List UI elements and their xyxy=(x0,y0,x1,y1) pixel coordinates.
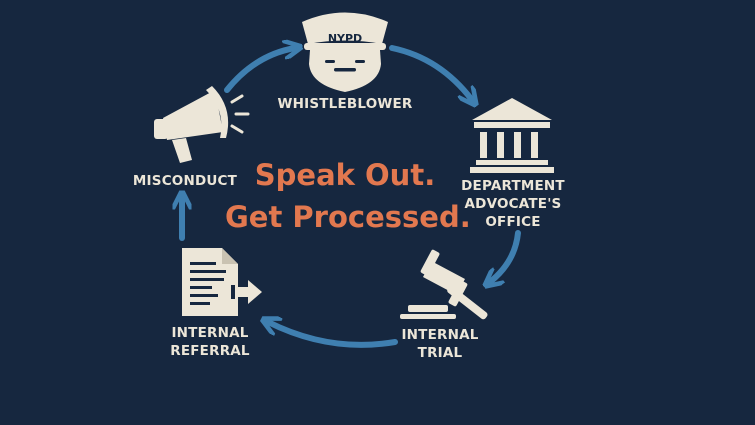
department-advocate-label: DEPARTMENT ADVOCATE'S OFFICE xyxy=(448,177,578,231)
arrow-trial-to-referral xyxy=(268,322,398,348)
nypd-badge-text: NYPD xyxy=(328,32,362,45)
arrow-misconduct-to-whistleblower xyxy=(224,48,295,93)
whistleblower-label: WHISTLEBLOWER xyxy=(270,95,420,113)
department-advocate-line3: OFFICE xyxy=(485,214,541,230)
internal-trial-line2: TRIAL xyxy=(417,345,463,361)
gavel-icon xyxy=(400,249,488,320)
courthouse-icon xyxy=(470,98,554,173)
arrow-advocate-to-trial xyxy=(490,230,521,282)
department-advocate-line2: ADVOCATE'S xyxy=(464,196,562,212)
department-advocate-line1: DEPARTMENT xyxy=(461,178,565,194)
arrow-whistleblower-to-advocate xyxy=(389,45,472,100)
headline-line1: Speak Out. xyxy=(254,158,436,192)
internal-trial-line1: INTERNAL xyxy=(401,327,479,343)
headline-line2: Get Processed. xyxy=(225,200,471,234)
misconduct-label: MISCONDUCT xyxy=(125,172,245,190)
internal-trial-label: INTERNAL TRIAL xyxy=(390,326,490,362)
police-officer-icon: NYPD xyxy=(302,12,388,92)
misconduct-label-text: MISCONDUCT xyxy=(132,173,238,189)
document-forward-icon xyxy=(182,248,262,316)
internal-referral-line1: INTERNAL xyxy=(171,325,249,341)
megaphone-icon xyxy=(154,86,250,163)
whistleblower-label-text: WHISTLEBLOWER xyxy=(277,96,413,112)
internal-referral-label: INTERNAL REFERRAL xyxy=(160,324,260,360)
internal-referral-line2: REFERRAL xyxy=(170,343,250,359)
